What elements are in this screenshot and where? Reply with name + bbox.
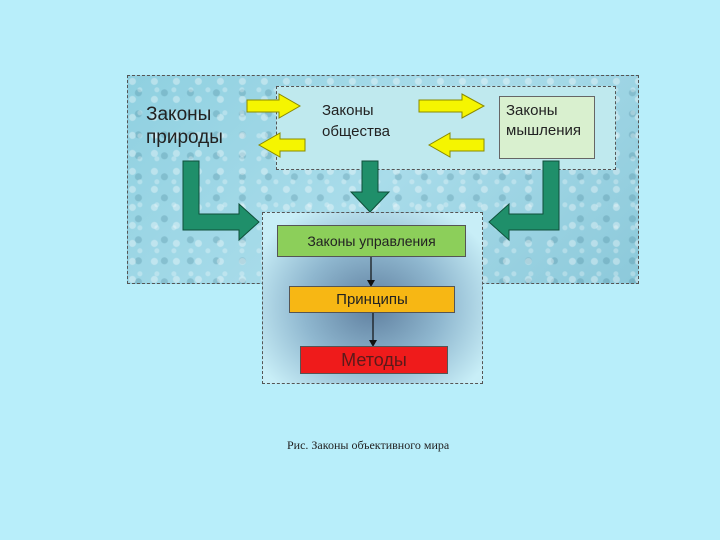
node-methods: Методы bbox=[300, 346, 448, 374]
node-thinking: Законы мышления bbox=[506, 102, 582, 139]
node-principles: Принципы bbox=[289, 286, 455, 313]
node-management: Законы управления bbox=[277, 225, 466, 257]
figure-caption: Рис. Законы объективного мира bbox=[287, 438, 450, 452]
thinking-box bbox=[499, 96, 595, 159]
node-nature: Законы природы bbox=[146, 104, 223, 148]
node-society: Законы общества bbox=[322, 102, 390, 140]
